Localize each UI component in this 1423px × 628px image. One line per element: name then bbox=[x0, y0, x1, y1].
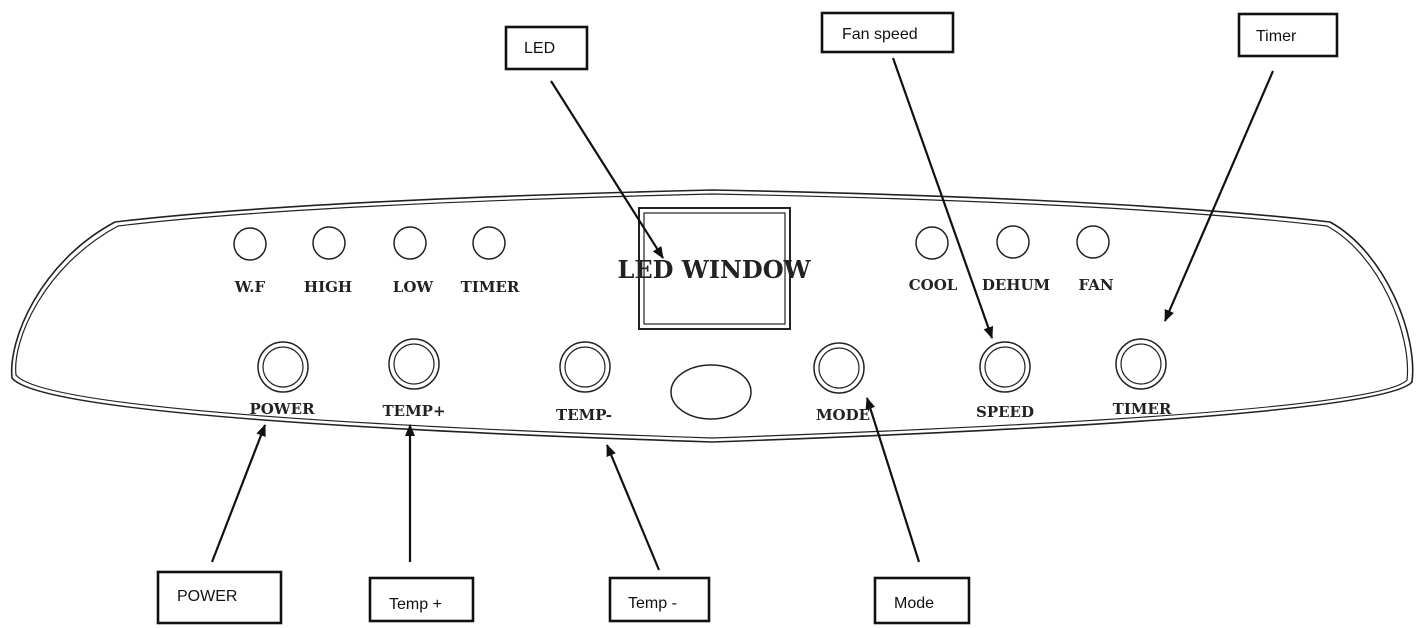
indicator-light-icon bbox=[1076, 225, 1110, 259]
callout-led: LED bbox=[504, 25, 589, 71]
sensor-window bbox=[670, 364, 752, 420]
temp-minus-button[interactable]: TEMP- bbox=[556, 341, 612, 424]
led-arrow bbox=[550, 80, 664, 259]
indicator-high: HIGH bbox=[304, 226, 352, 296]
indicator-light-icon bbox=[996, 225, 1030, 259]
indicator-dehum: DEHUM bbox=[982, 225, 1050, 294]
svg-text:Fan speed: Fan speed bbox=[842, 26, 918, 43]
timer-arrow bbox=[1163, 70, 1275, 322]
svg-text:Temp +: Temp + bbox=[389, 596, 442, 613]
speed-button[interactable]: SPEED bbox=[976, 341, 1034, 421]
svg-text:DEHUM: DEHUM bbox=[982, 276, 1050, 294]
temp-plus-button[interactable]: TEMP+ bbox=[382, 338, 446, 420]
indicator-low: LOW bbox=[393, 226, 435, 296]
svg-text:HIGH: HIGH bbox=[304, 278, 352, 296]
indicator-wf: W.F bbox=[233, 227, 267, 296]
svg-text:W.F: W.F bbox=[234, 278, 266, 296]
led-window-label: LED WINDOW bbox=[617, 255, 811, 284]
indicator-fan: FAN bbox=[1076, 225, 1114, 294]
power-button-label: POWER bbox=[249, 400, 315, 418]
indicator-light-icon bbox=[393, 226, 427, 260]
indicator-cool: COOL bbox=[909, 226, 958, 294]
svg-text:Mode: Mode bbox=[894, 595, 934, 612]
led-window: LED WINDOW bbox=[617, 207, 812, 330]
callout-timer: Timer bbox=[1237, 12, 1339, 58]
fan-speed-arrow bbox=[891, 57, 994, 339]
svg-text:Timer: Timer bbox=[1256, 28, 1297, 45]
temp-minus-button-label: TEMP- bbox=[556, 406, 612, 424]
mode-button-label: MODE bbox=[816, 406, 870, 424]
svg-text:TIMER: TIMER bbox=[461, 278, 520, 296]
mode-arrow bbox=[865, 397, 921, 563]
power-button[interactable]: POWER bbox=[249, 341, 315, 418]
mode-button[interactable]: MODE bbox=[813, 342, 870, 424]
callout-mode: Mode bbox=[873, 576, 971, 625]
speed-button-label: SPEED bbox=[976, 403, 1034, 421]
svg-text:POWER: POWER bbox=[177, 588, 237, 605]
panel-outline bbox=[10, 189, 1414, 443]
indicator-light-icon bbox=[472, 226, 506, 260]
svg-text:Temp -: Temp - bbox=[628, 595, 677, 612]
power-arrow bbox=[210, 424, 267, 563]
indicator-light-icon bbox=[233, 227, 267, 261]
callout-power: POWER bbox=[156, 570, 283, 625]
indicator-light-icon bbox=[312, 226, 346, 260]
timer-button[interactable]: TIMER bbox=[1113, 338, 1172, 418]
temp-plus-button-label: TEMP+ bbox=[382, 402, 445, 420]
callout-temp-plus: Temp + bbox=[368, 576, 475, 623]
callout-fan-speed: Fan speed bbox=[820, 11, 955, 54]
temp-minus-arrow bbox=[605, 444, 661, 571]
indicator-light-icon bbox=[915, 226, 949, 260]
svg-text:COOL: COOL bbox=[909, 276, 958, 294]
svg-text:FAN: FAN bbox=[1078, 276, 1113, 294]
svg-text:LOW: LOW bbox=[393, 278, 435, 296]
svg-text:LED: LED bbox=[524, 40, 555, 57]
timer-button-label: TIMER bbox=[1113, 400, 1172, 418]
callout-temp-minus: Temp - bbox=[608, 576, 711, 623]
indicator-timer: TIMER bbox=[461, 226, 520, 296]
